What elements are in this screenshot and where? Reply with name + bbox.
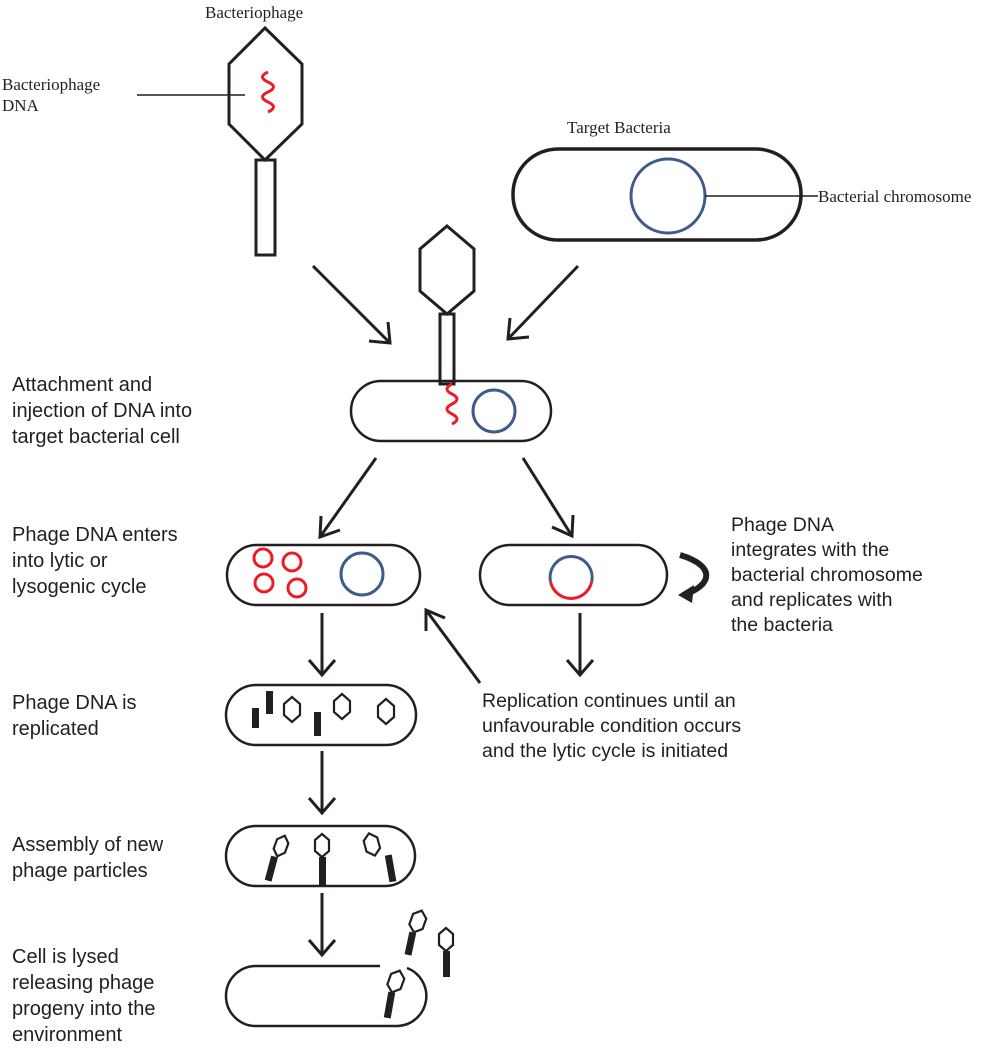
lytic-chromosome <box>339 551 385 597</box>
lysogenic-chromosome <box>548 554 594 583</box>
arrow-back-to-lytic <box>424 607 482 684</box>
phage-dna-circle <box>286 577 308 599</box>
lysogenic-cell <box>478 543 669 607</box>
lysed-cell-wall <box>224 964 428 1028</box>
step-replicated: Phage DNA is replicated <box>12 692 137 740</box>
arrow-to-lysogenic <box>521 457 575 539</box>
released-phage <box>404 909 428 956</box>
step-lysed: Cell is lysed releasing phage progeny in… <box>12 946 156 1046</box>
arrow-lysogenic-down <box>565 613 595 678</box>
target-bacteria-label: Target Bacteria <box>567 118 671 137</box>
arrow-down-3 <box>307 893 337 958</box>
replication-cell <box>224 683 418 747</box>
assembled-phage <box>313 832 331 885</box>
phage-tail <box>254 158 277 257</box>
arrow-bacteria-to-attachment <box>506 264 580 341</box>
bacteriophage-dna-label: Bacteriophage DNA <box>2 75 101 115</box>
step-enters-cycle: Phage DNA enters into lytic or lysogenic… <box>12 524 178 598</box>
injected-dna <box>445 382 459 426</box>
lysogenic-cell-figure <box>478 543 710 607</box>
arrow-down-1 <box>307 613 337 678</box>
target-bacteria-figure <box>511 147 818 242</box>
integrated-prophage <box>549 581 594 600</box>
arrow-down-2 <box>307 751 337 816</box>
phage-dna-circle <box>281 551 303 573</box>
head-fragment <box>376 697 396 726</box>
bacterial-chromosome-label: Bacterial chromosome <box>818 187 972 206</box>
head-fragment <box>332 692 352 721</box>
tail-fragment <box>266 691 273 714</box>
bacteriophage-label: Bacteriophage <box>205 3 304 22</box>
bacteriophage-figure <box>137 25 304 257</box>
step-attachment: Attachment and injection of DNA into tar… <box>12 374 193 448</box>
replication-continues-text: Replication continues until an unfavoura… <box>482 690 742 762</box>
arrow-phage-to-attachment <box>311 264 392 345</box>
replication-cell-figure <box>224 683 418 747</box>
lytic-cell-figure <box>225 543 422 607</box>
target-bacteria-cell <box>511 147 803 242</box>
attachment-chromosome <box>471 388 517 434</box>
step-assembly: Assembly of new phage particles <box>12 834 164 882</box>
phage-dna-strand <box>261 70 275 114</box>
assembled-phage <box>362 832 397 883</box>
attachment-cell <box>349 379 553 443</box>
arrow-to-lytic <box>318 457 378 540</box>
assembly-cell <box>224 824 417 888</box>
released-phage <box>383 969 406 1019</box>
lytic-cell <box>225 543 422 607</box>
phage-dna-circle <box>252 547 274 569</box>
tail-fragment <box>314 712 321 736</box>
tail-fragment <box>252 708 259 728</box>
attachment-figure <box>349 224 553 443</box>
curved-arrow-head <box>678 585 694 603</box>
bacterial-chromosome-circle <box>629 157 707 235</box>
attached-phage-tail <box>438 312 456 386</box>
head-fragment <box>282 695 302 724</box>
lysed-cell-figure <box>224 909 455 1028</box>
phage-dna-circle <box>253 572 275 594</box>
released-phage <box>437 926 455 977</box>
attached-phage-head <box>418 224 476 316</box>
lysogenic-integrates-text: Phage DNA integrates with the bacterial … <box>731 514 923 636</box>
assembled-phage <box>264 834 290 882</box>
assembly-cell-figure <box>224 824 417 888</box>
